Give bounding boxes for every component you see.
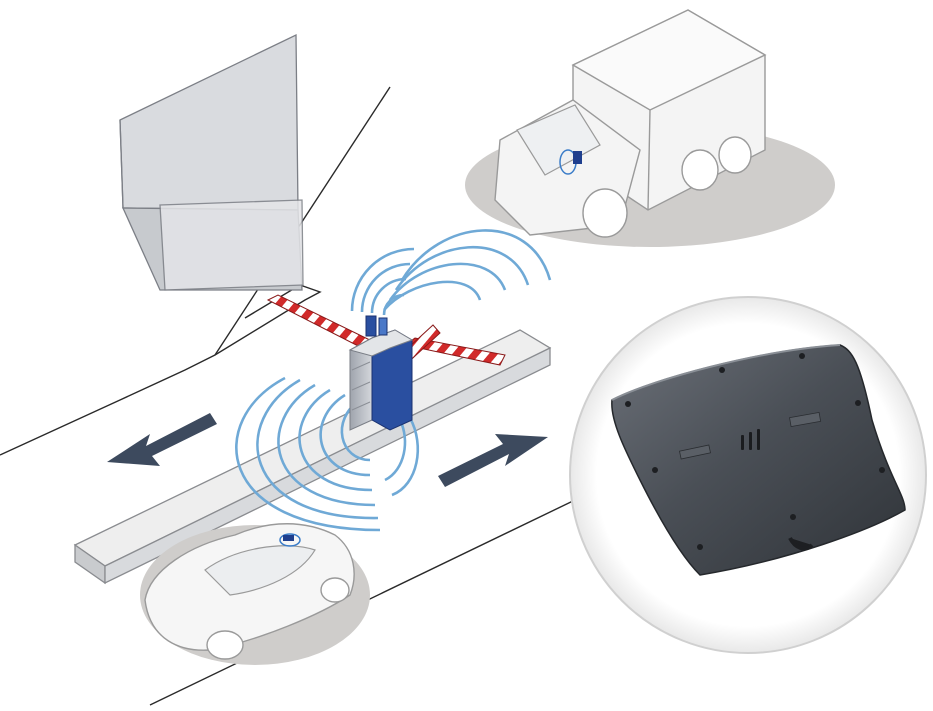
truck	[465, 9, 835, 247]
wall	[119, 33, 304, 291]
rf-waves	[235, 229, 552, 532]
arrow-right-icon	[438, 434, 548, 487]
car	[140, 523, 370, 665]
uhf-reader-closeup	[569, 296, 927, 654]
reader-post	[348, 315, 414, 431]
car-tag-icon	[279, 533, 301, 547]
truck-tag-icon	[559, 149, 582, 175]
arrow-left-icon	[107, 413, 217, 466]
